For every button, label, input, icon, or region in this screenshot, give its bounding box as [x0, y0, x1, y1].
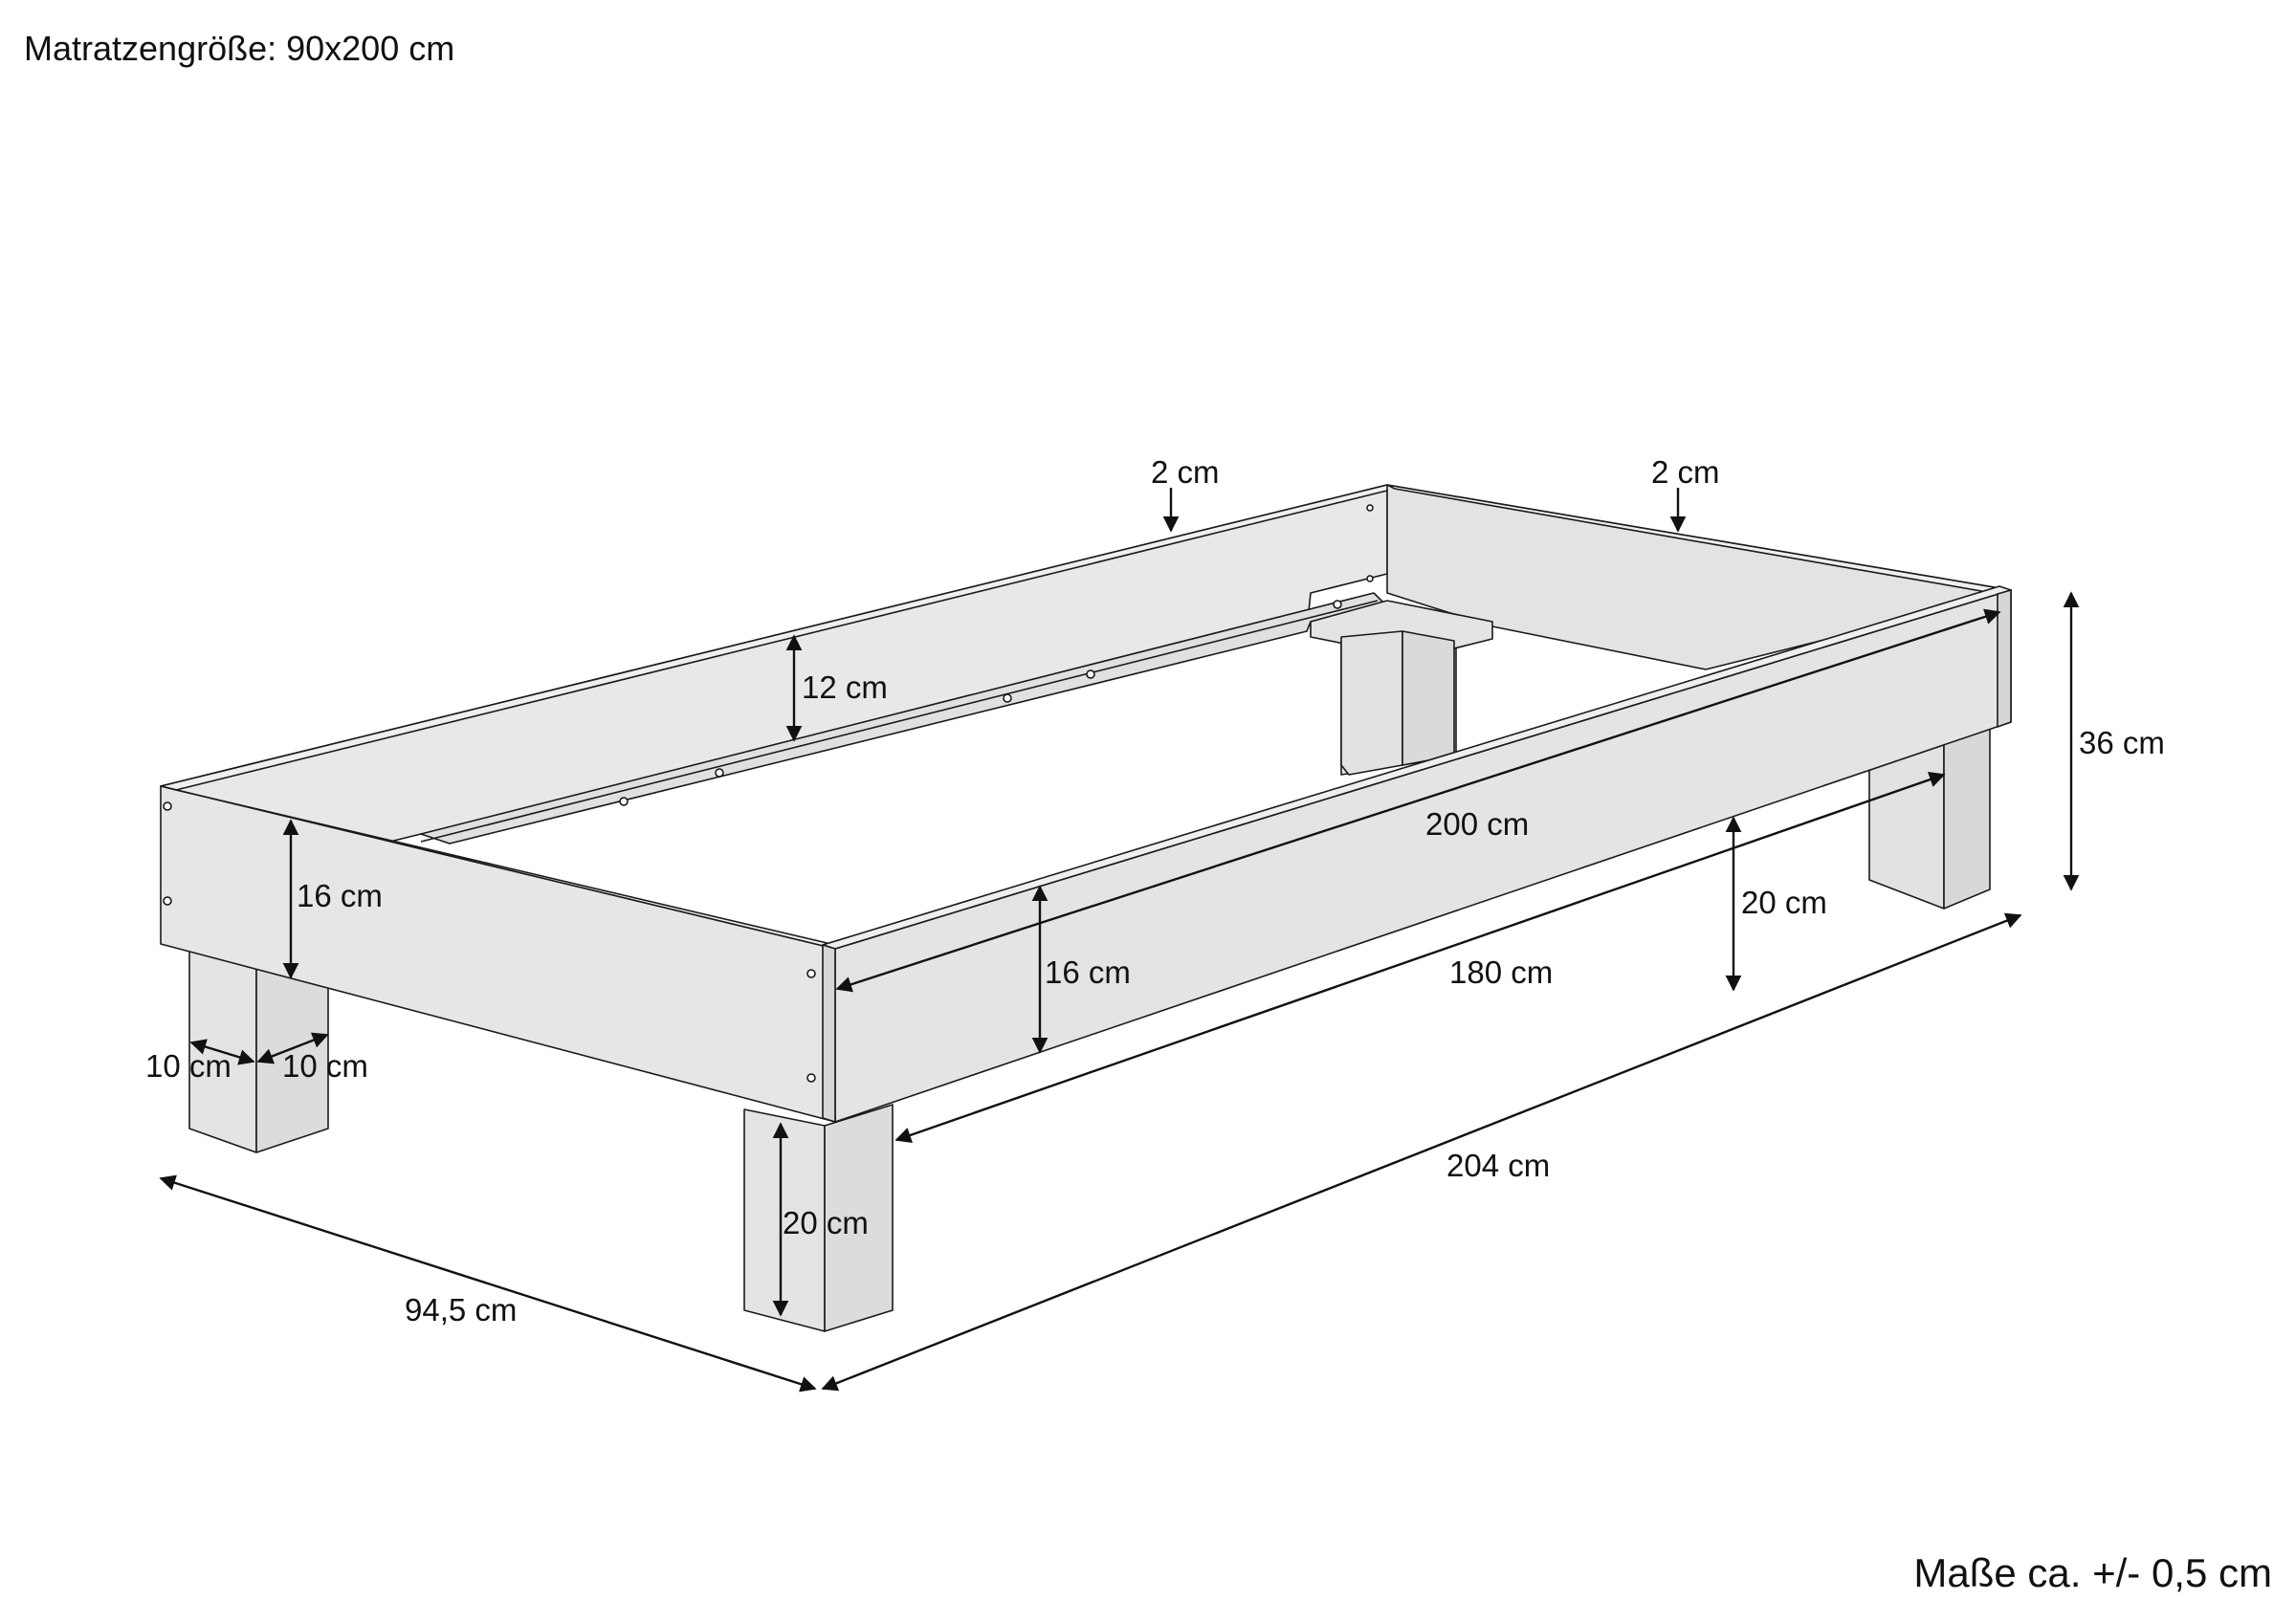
dim-overall-length: [821, 912, 2022, 1392]
tolerance-note: Maße ca. +/- 0,5 cm: [1913, 1550, 2272, 1595]
mattress-size-title: Matratzengröße: 90x200 cm: [24, 29, 455, 68]
label-clearance: 20 cm: [1741, 885, 1827, 920]
label-leg-width-b: 10 cm: [282, 1048, 368, 1084]
label-rail-height: 12 cm: [802, 669, 888, 705]
label-leg-width-a: 10 cm: [145, 1048, 232, 1084]
label-panel-thickness-right: 2 cm: [1651, 454, 1720, 490]
label-side-height: 16 cm: [1045, 954, 1131, 990]
label-overall-length: 204 cm: [1446, 1148, 1551, 1183]
label-overall-width: 94,5 cm: [405, 1292, 518, 1327]
dim-overall-width: [159, 1174, 817, 1393]
label-panel-thickness-left: 2 cm: [1151, 454, 1220, 490]
label-front-leg-height: 20 cm: [783, 1205, 869, 1240]
label-headboard-height: 16 cm: [297, 878, 383, 913]
dim-leg-a: [189, 1039, 255, 1065]
dim-leg-b: [256, 1032, 329, 1064]
label-inner-length: 200 cm: [1425, 806, 1530, 842]
label-side-length: 180 cm: [1449, 954, 1554, 990]
label-overall-height: 36 cm: [2079, 725, 2165, 760]
